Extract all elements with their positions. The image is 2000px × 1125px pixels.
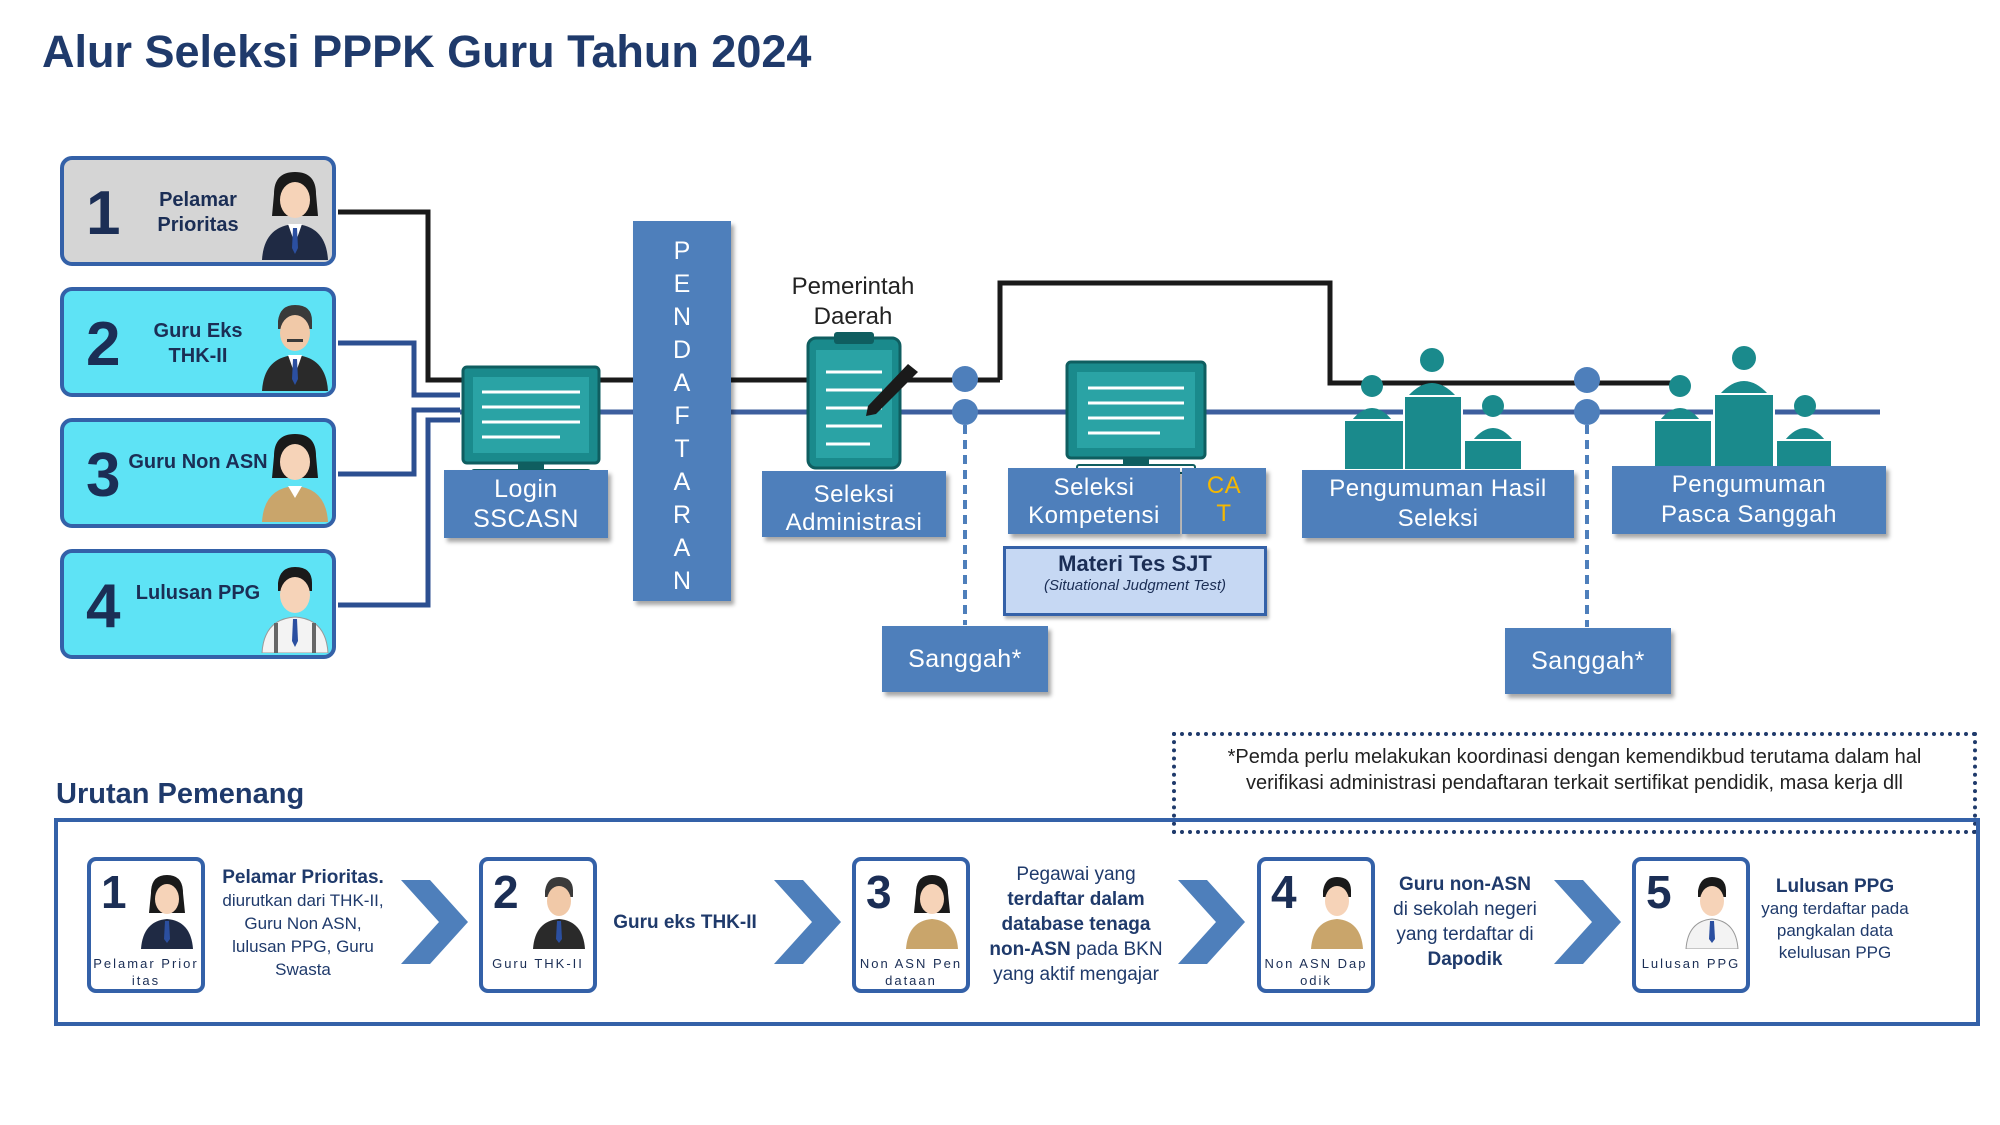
urutan-number: 3 [866, 866, 892, 918]
clipboard-icon [806, 332, 902, 470]
female-non-asn-icon [262, 434, 328, 522]
urutan-number: 5 [1646, 866, 1672, 918]
urutan-card-1: 1 Pelamar Prioritas [87, 857, 205, 993]
category-number: 1 [86, 179, 121, 248]
urutan-card-2: 2 Guru THK-II [479, 857, 597, 993]
pendaftaran-letter: E [673, 270, 691, 298]
urutan-desc-4: Guru non-ASN di sekolah negeri yang terd… [1382, 872, 1548, 972]
urutan-card-5: 5 Lulusan PPG [1632, 857, 1750, 993]
pendaftaran-letter: F [674, 402, 690, 430]
urutan-desc-rest: pada BKN yang aktif mengajar [993, 939, 1163, 985]
urutan-desc-rest: di sekolah negeri yang terdaftar di [1393, 899, 1537, 945]
category-label: Guru Non ASN [128, 451, 268, 473]
pendaftaran-letter: A [673, 468, 691, 496]
urutan-desc-pre: Pegawai yang [1016, 864, 1136, 885]
pengumuman-pasca-box: Pengumuman Pasca Sanggah [1612, 466, 1886, 534]
urutan-desc-bold: Guru non-ASN [1399, 874, 1531, 895]
urutan-desc-1: Pelamar Prioritas. diurutkan dari THK-II… [218, 866, 388, 981]
urutan-desc-bold-2: Dapodik [1427, 949, 1503, 970]
category-number: 3 [86, 441, 121, 510]
category-label: Lulusan PPG [135, 582, 261, 604]
urutan-desc-5: Lulusan PPG yang terdaftar pada pangkala… [1760, 876, 1910, 964]
male-teacher-icon [533, 877, 585, 949]
male-graduate-icon [1685, 877, 1739, 949]
category-number: 4 [86, 572, 121, 641]
cat-box: CAT [1182, 468, 1266, 534]
seleksi-administrasi-label: Seleksi Administrasi [785, 481, 923, 536]
male-teacher-icon [262, 305, 328, 391]
urutan-desc-bold: Lulusan PPG [1775, 876, 1895, 897]
female-non-asn-icon [906, 875, 958, 949]
seleksi-kompetensi-box: Seleksi Kompetensi [1008, 468, 1180, 534]
seleksi-kompetensi-label: Seleksi Kompetensi [1028, 474, 1160, 529]
urutan-number: 1 [101, 866, 127, 918]
page-title: Alur Seleksi PPPK Guru Tahun 2024 [42, 26, 812, 77]
sanggah-1-label: Sanggah* [908, 645, 1022, 673]
urutan-desc-rest: yang terdaftar pada pangkalan data kelul… [1761, 899, 1909, 962]
male-graduate-icon [261, 567, 329, 653]
female-pelamar-icon [141, 875, 193, 949]
urutan-caption: Non ASN Pendataan [859, 956, 963, 988]
pengumuman-pasca-label: Pengumuman Pasca Sanggah [1661, 471, 1837, 528]
urutan-pemenang-panel [54, 818, 1980, 1026]
male-non-asn-icon [1311, 877, 1363, 949]
urutan-caption: Guru THK-II [492, 956, 584, 971]
female-pelamar-icon [262, 172, 328, 260]
pendaftaran-letter: R [672, 501, 692, 529]
sanggah-2-label: Sanggah* [1531, 647, 1645, 675]
pen-icon [866, 364, 918, 416]
urutan-desc-rest: diurutkan dari THK-II, Guru Non ASN, lul… [222, 891, 384, 979]
urutan-desc-bold: Guru eks THK-II [613, 912, 757, 933]
urutan-desc-2: Guru eks THK-II [608, 910, 762, 935]
pendaftaran-letter: N [672, 567, 692, 595]
chevron-right-icon [401, 880, 1621, 964]
category-guru-eks-thk: 2 Guru Eks THK-II [60, 287, 336, 397]
monitor-icon [1065, 360, 1207, 474]
pemerintah-daerah-label: Pemerintah Daerah [791, 273, 915, 330]
sanggah-1-box: Sanggah* [882, 626, 1048, 692]
category-label: Guru Eks THK-II [153, 320, 243, 367]
monitor-icon [461, 365, 601, 481]
pendaftaran-letter: D [672, 336, 692, 364]
urutan-caption: Lulusan PPG [1641, 956, 1741, 971]
cat-label: CAT [1206, 472, 1242, 527]
sanggah-2-box: Sanggah* [1505, 628, 1671, 694]
pendaftaran-box: P E N D A F T A R A N [633, 221, 731, 601]
pengumuman-hasil-label: Pengumuman Hasil Seleksi [1329, 475, 1547, 532]
urutan-caption: Pelamar Prioritas [93, 956, 199, 988]
category-pelamar-prioritas: 1 Pelamar Prioritas [60, 156, 336, 266]
category-lulusan-ppg: 4 Lulusan PPG [60, 549, 336, 659]
materi-tes-subtitle: (Situational Judgment Test) [1043, 577, 1227, 594]
urutan-desc-bold: terdaftar dalam database tenaga non-ASN [989, 889, 1151, 960]
urutan-desc-3: Pegawai yang terdaftar dalam database te… [988, 862, 1164, 987]
category-number: 2 [86, 310, 121, 379]
login-sscasn-box: Login SSCASN [444, 470, 608, 538]
pengumuman-hasil-box: Pengumuman Hasil Seleksi [1302, 470, 1574, 538]
urutan-number: 2 [493, 866, 519, 918]
seleksi-administrasi-box: Seleksi Administrasi [762, 471, 946, 537]
footnote-box: *Pemda perlu melakukan koordinasi dengan… [1172, 732, 1977, 834]
pendaftaran-letter: A [673, 369, 691, 397]
pendaftaran-letter: T [674, 435, 690, 463]
pendaftaran-letter: A [673, 534, 691, 562]
materi-tes-title: Materi Tes SJT [1058, 551, 1212, 576]
podium-people-icon [1653, 346, 1833, 471]
urutan-pemenang-title: Urutan Pemenang [56, 778, 305, 810]
urutan-card-4: 4 Non ASN Dapodik [1257, 857, 1375, 993]
category-guru-non-asn: 3 Guru Non ASN [60, 418, 336, 528]
urutan-number: 4 [1271, 866, 1297, 918]
urutan-caption: Non ASN Dapodik [1264, 956, 1368, 988]
login-label: Login SSCASN [473, 475, 579, 533]
pendaftaran-letter: P [673, 237, 691, 265]
materi-tes-sjt-box: Materi Tes SJT (Situational Judgment Tes… [1003, 546, 1267, 616]
urutan-desc-bold: Pelamar Prioritas. [222, 867, 384, 888]
pendaftaran-letter: N [672, 303, 692, 331]
podium-people-icon [1343, 348, 1523, 471]
urutan-card-3: 3 Non ASN Pendataan [852, 857, 970, 993]
category-label: Pelamar Prioritas [157, 189, 239, 236]
